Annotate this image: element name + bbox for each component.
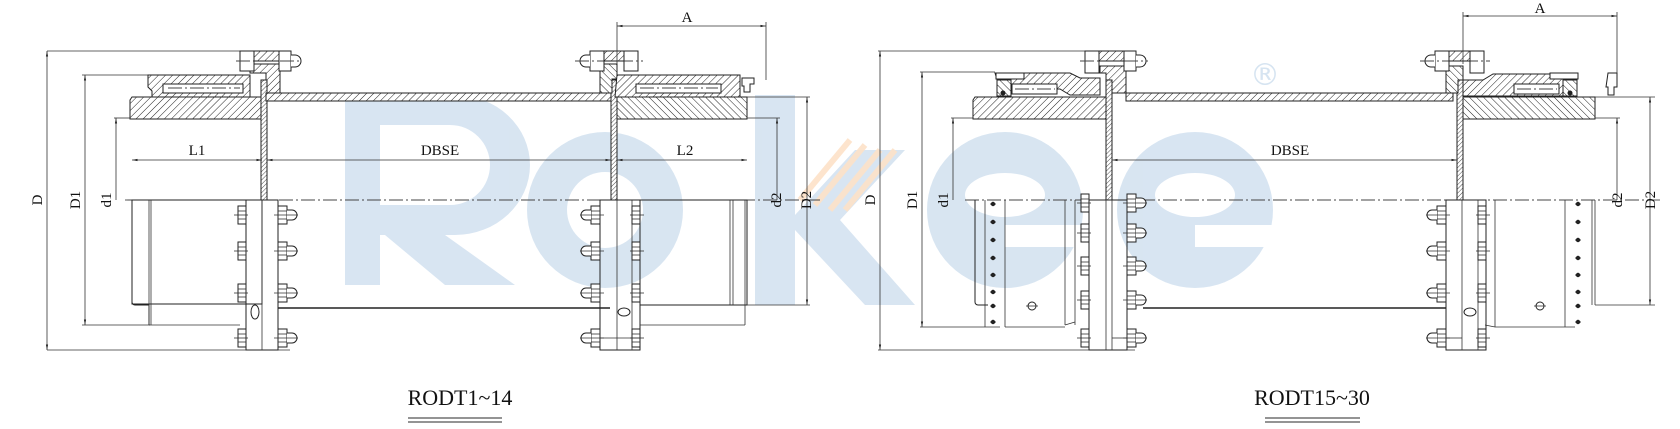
dim-label-d2-upper: D2 [1643,191,1659,209]
drawing-rodt1-14: A L1 DBSE L2 D D1 d1 d2 D2 RODT1~14 [30,10,820,423]
caption-rodt1-14: RODT1~14 [408,385,513,410]
left-hub-screws [989,201,997,325]
dim-label-d2-lower: d2 [1610,193,1626,208]
dim-label-l2: L2 [677,143,694,159]
dim-label-d2-lower: d2 [769,193,785,208]
dim-label-d1-lower: d1 [936,193,952,208]
dim-label-d-outer: D [30,194,46,205]
drawing-rodt15-30: A DBSE D D1 d1 d2 D2 RODT15~30 [863,1,1660,423]
caption-rodt15-30: RODT15~30 [1254,385,1370,410]
dim-label-dbse: DBSE [421,143,459,159]
dim-label-d1-lower: d1 [99,193,115,208]
dim-label-d1-upper: D1 [68,191,84,209]
dim-label-dbse: DBSE [1271,143,1309,159]
right-hub-screws [1574,201,1582,325]
dim-label-d1-upper: D1 [905,191,921,209]
dim-label-d-outer: D [863,194,879,205]
dim-label-d2-upper: D2 [799,191,815,209]
dim-label-a: A [1535,1,1546,17]
dim-label-l1: L1 [189,143,206,159]
dim-label-a: A [682,10,693,26]
